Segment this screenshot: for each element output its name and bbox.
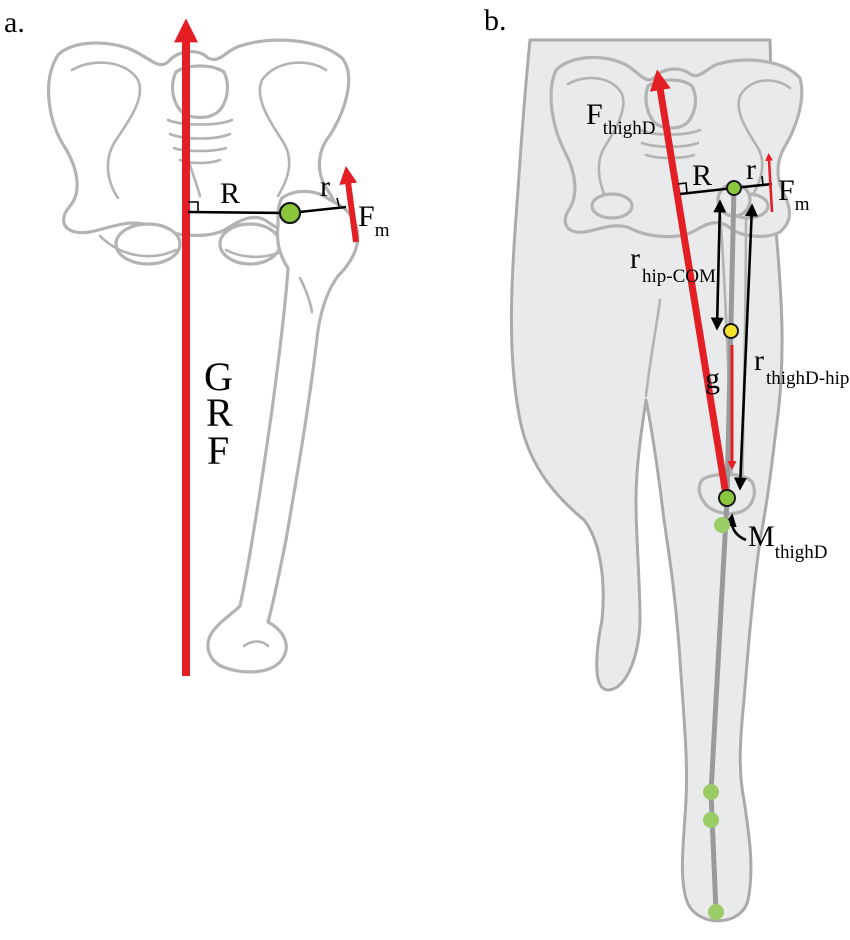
label-Fm-a: Fm: [358, 200, 390, 241]
panel-b: b.: [484, 4, 849, 923]
label-R-a: R: [220, 177, 240, 210]
panel-a: a. R r G R: [4, 6, 390, 676]
right-angle-mark-r-a: [336, 197, 340, 207]
label-r-hip-com: rhip-COM: [630, 242, 716, 287]
label-M-thighD: MthighD: [748, 520, 827, 563]
muscle-force-arrow-a: [339, 165, 359, 243]
foot-segment-line: [708, 791, 719, 913]
label-grf-G: G: [204, 354, 233, 399]
hip-joint-a: [278, 201, 302, 225]
shank-segment-line: [708, 499, 730, 793]
label-R-b: R: [692, 159, 712, 192]
moment-arc: [723, 513, 747, 542]
label-r-b: r: [746, 153, 756, 186]
lever-arm-R-a: [187, 210, 291, 215]
label-r-thigh-hip: rthighD-hip: [754, 344, 849, 389]
r-thigh-hip-arrow: [733, 203, 759, 491]
knee-joint-b: [718, 489, 736, 507]
panel-a-label: a.: [4, 6, 25, 39]
hip-joint-b: [726, 180, 742, 196]
thigh-segment-line: [724, 187, 737, 501]
label-g: g: [705, 362, 720, 395]
ankle-dot-1: [703, 784, 719, 800]
femur-illustration-a: [206, 189, 360, 674]
ankle-dot-2: [703, 812, 719, 828]
thigh-com-dot: [723, 323, 739, 339]
label-grf-R: R: [206, 390, 233, 435]
label-F-thighD: FthighD: [586, 98, 655, 139]
right-angle-mark-R-a: [188, 201, 199, 212]
muscle-force-arrow-b: [765, 152, 774, 213]
shank-top-dot: [714, 517, 730, 533]
right-angle-mark-R-b: [677, 182, 688, 194]
foot-dot: [708, 904, 724, 920]
label-r-a: r: [320, 170, 330, 203]
r-hip-com-arrow: [710, 199, 727, 331]
thigh-force-arrow: [649, 69, 730, 496]
label-Fm-b: Fm: [778, 174, 810, 215]
panel-b-label: b.: [484, 4, 507, 37]
label-grf-F: F: [207, 428, 229, 473]
lever-arm-R-b: [679, 186, 735, 196]
right-angle-mark-r-b: [761, 175, 764, 186]
